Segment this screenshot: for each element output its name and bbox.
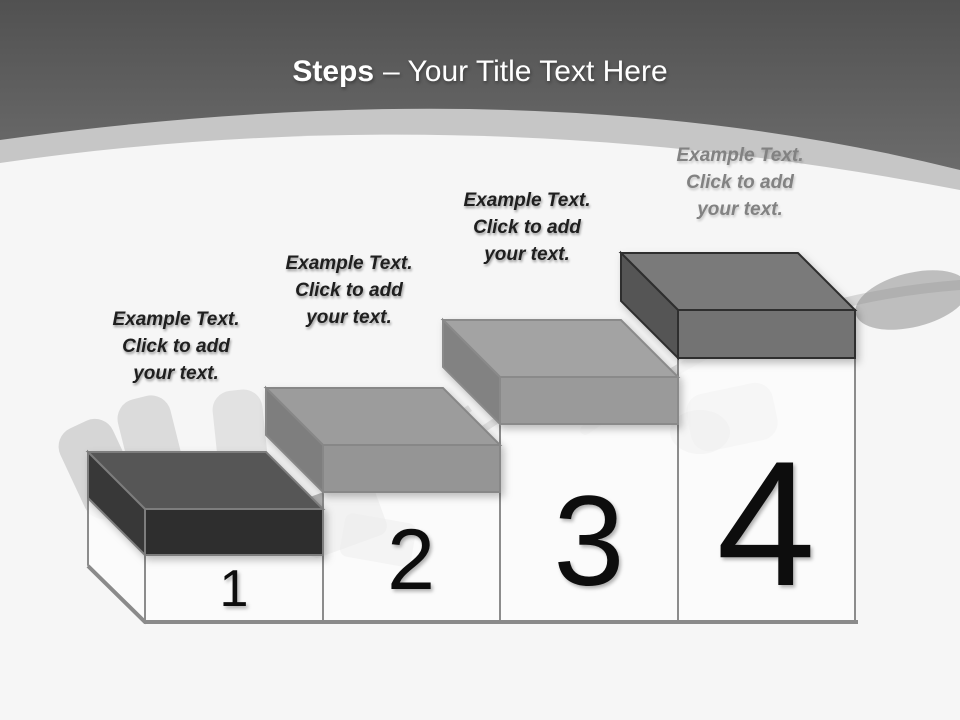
- step-number: 4: [717, 424, 816, 623]
- caption-line: Click to add: [686, 172, 794, 193]
- caption-step-1[interactable]: Example Text. Click to add your text.: [81, 306, 271, 387]
- step-lid-front: [499, 376, 679, 425]
- caption-line: Example Text.: [463, 190, 591, 211]
- caption-line: Example Text.: [676, 145, 804, 166]
- caption-step-3[interactable]: Example Text. Click to add your text.: [432, 187, 622, 268]
- caption-line: your text.: [697, 199, 783, 220]
- step-number: 2: [387, 512, 435, 608]
- caption-step-2[interactable]: Example Text. Click to add your text.: [254, 250, 444, 331]
- caption-line: your text.: [306, 307, 392, 328]
- step-pedestal[interactable]: [322, 491, 501, 623]
- slide-title-rest: – Your Title Text Here: [383, 55, 668, 88]
- step-4[interactable]: 4: [618, 250, 858, 623]
- step-3[interactable]: 3: [440, 317, 681, 623]
- step-pedestal[interactable]: [677, 357, 856, 623]
- step-number: 3: [553, 470, 624, 613]
- step-lid[interactable]: [263, 385, 503, 495]
- caption-step-4[interactable]: Example Text. Click to add your text.: [645, 142, 835, 223]
- step-number: 1: [220, 560, 249, 618]
- step-lid[interactable]: [440, 317, 681, 427]
- base-line: [86, 564, 858, 624]
- slide-title[interactable]: Steps – Your Title Text Here: [0, 54, 960, 90]
- caption-line: your text.: [133, 363, 219, 384]
- step-lid[interactable]: [618, 250, 858, 361]
- slide-title-emphasis: Steps: [292, 55, 375, 88]
- caption-line: Example Text.: [112, 309, 240, 330]
- caption-line: Click to add: [473, 217, 581, 238]
- step-pedestal[interactable]: [144, 554, 324, 623]
- step-2[interactable]: 2: [263, 385, 503, 623]
- step-lid-front: [144, 508, 324, 556]
- step-lid[interactable]: [85, 449, 326, 558]
- step-lid-front: [322, 444, 501, 493]
- step-1[interactable]: 1: [85, 449, 326, 625]
- photo-grip: [855, 270, 960, 330]
- step-pedestal[interactable]: [499, 423, 679, 623]
- caption-line: your text.: [484, 244, 570, 265]
- caption-line: Click to add: [122, 336, 230, 357]
- step-lid-front: [677, 309, 856, 359]
- caption-line: Example Text.: [285, 253, 413, 274]
- caption-line: Click to add: [295, 280, 403, 301]
